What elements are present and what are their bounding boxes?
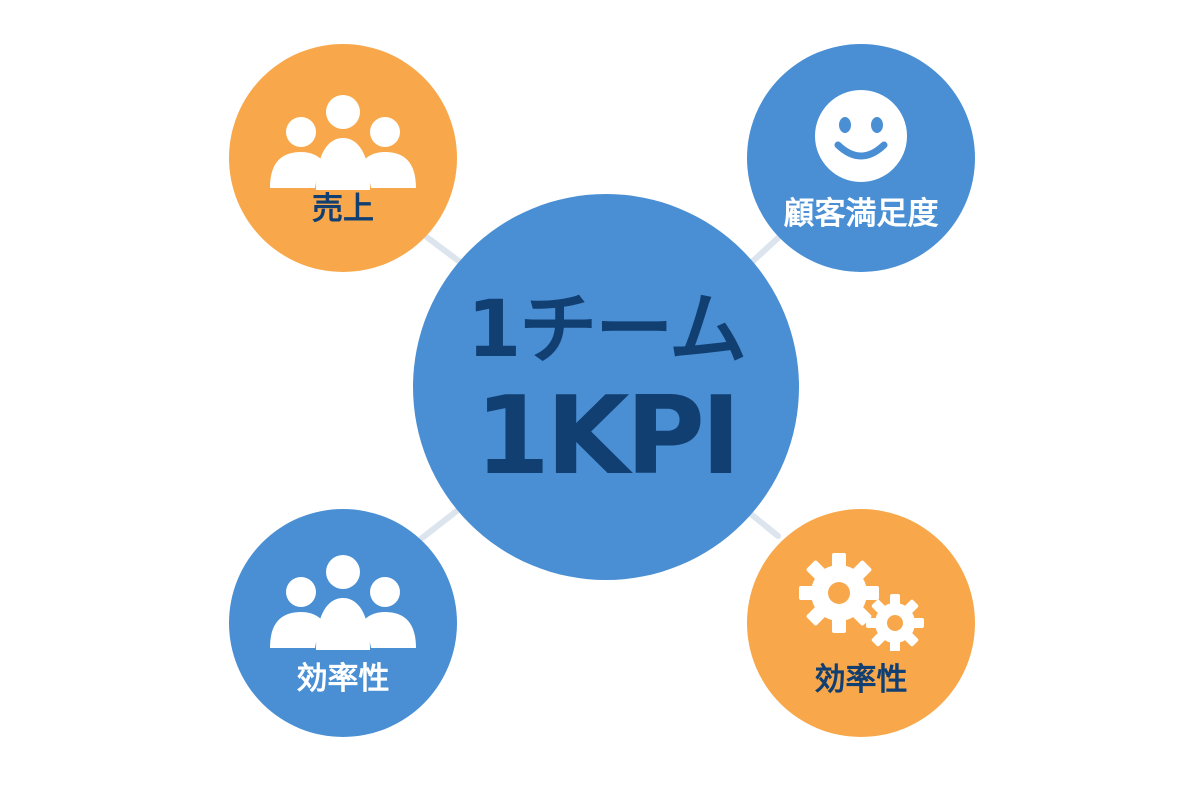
people-group-icon xyxy=(270,554,416,650)
hub-title-line1: 1チーム xyxy=(467,285,747,375)
node-efficiency-gears-label: 効率性 xyxy=(814,661,908,698)
node-sales: 売上 xyxy=(229,44,457,272)
node-efficiency-people: 効率性 xyxy=(229,509,457,737)
node-efficiency-gears: 効率性 xyxy=(747,509,975,737)
smiley-face-icon xyxy=(815,89,907,182)
hub-circle: 1チーム 1KPI xyxy=(413,194,799,580)
node-customer-satisfaction-label: 顧客満足度 xyxy=(783,195,939,232)
connector-bl xyxy=(419,507,461,541)
connector-tr xyxy=(749,235,781,265)
people-group-icon xyxy=(270,94,416,190)
node-customer-satisfaction: 顧客満足度 xyxy=(747,44,975,272)
hub-title-line2: 1KPI xyxy=(474,374,741,499)
connector-br xyxy=(743,507,781,539)
node-efficiency-people-label: 効率性 xyxy=(296,660,390,697)
connector-tl xyxy=(417,229,463,265)
node-sales-label: 売上 xyxy=(312,190,374,227)
gears-icon xyxy=(799,552,924,651)
